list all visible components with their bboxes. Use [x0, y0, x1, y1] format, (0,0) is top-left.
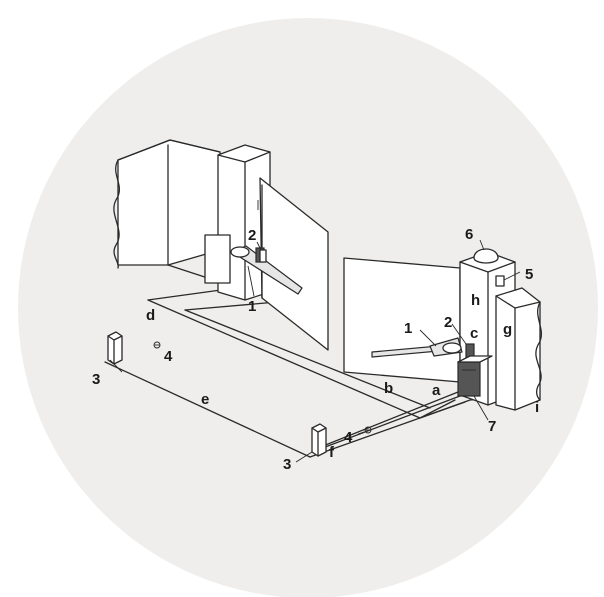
label-i: i [535, 399, 539, 416]
photocell-post-left [107, 331, 123, 365]
label-h: h [471, 292, 480, 309]
label-2-right: 2 [444, 314, 452, 331]
label-b: b [384, 380, 393, 397]
key-switch-right-icon [357, 426, 372, 435]
callout-labels: 1 2 1 2 3 3 4 4 5 6 7 a b c d e f g h i [92, 226, 539, 473]
label-1-left: 1 [248, 298, 256, 315]
label-5: 5 [525, 266, 533, 283]
label-3-right: 3 [283, 456, 291, 473]
label-e: e [201, 391, 209, 408]
label-d: d [146, 307, 155, 324]
label-f: f [329, 444, 335, 461]
right-wall [495, 287, 543, 411]
label-a: a [432, 382, 441, 399]
label-3-left: 3 [92, 371, 100, 388]
leader-lines [109, 239, 521, 463]
control-box [457, 355, 493, 397]
label-4-right: 4 [344, 429, 353, 446]
label-g: g [503, 321, 512, 338]
key-switch-left-icon [153, 341, 161, 349]
right-gate-leaf [343, 257, 461, 383]
label-2-left: 2 [248, 227, 256, 244]
label-c: c [470, 325, 478, 342]
label-7: 7 [488, 418, 496, 435]
label-6: 6 [465, 226, 473, 243]
photocell-post-right [311, 423, 327, 457]
left-operator [230, 245, 303, 295]
label-4-left: 4 [164, 348, 173, 365]
label-1-right: 1 [404, 320, 412, 337]
